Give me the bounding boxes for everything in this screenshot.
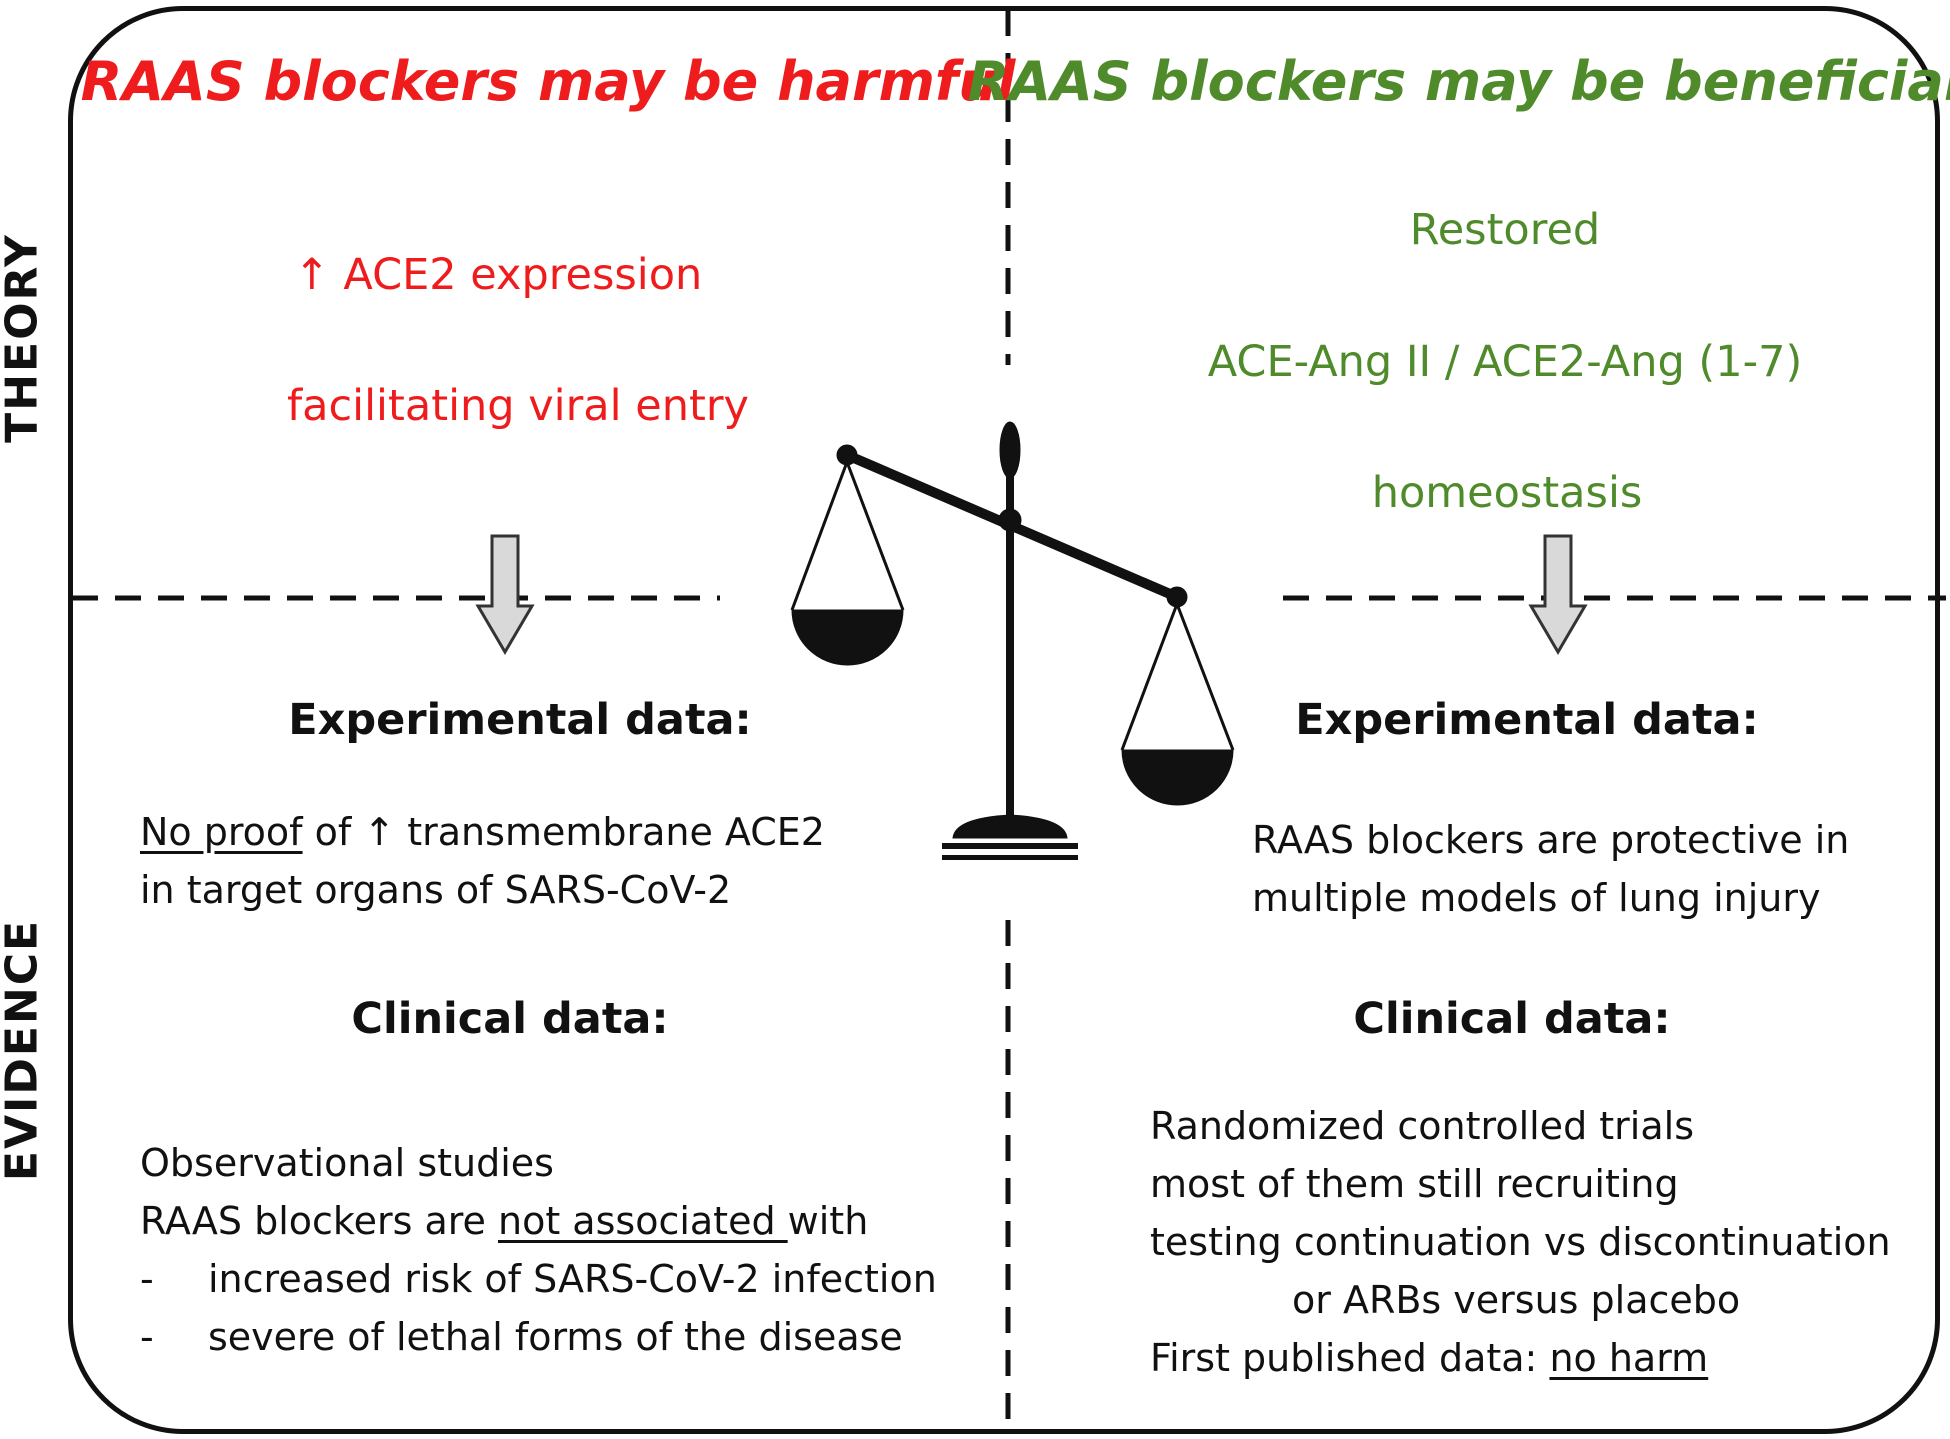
no-harm-text: no harm (1549, 1336, 1709, 1380)
not-associated-text: not associated (498, 1199, 788, 1243)
beneficial-theory-line2: ACE-Ang II / ACE2-Ang (1-7) (1207, 337, 1803, 387)
bullet-item: -severe of lethal forms of the disease (140, 1315, 903, 1359)
balance-scale-icon (790, 421, 1235, 860)
theory-label: THEORY (0, 233, 48, 443)
down-arrow-left (475, 534, 535, 655)
bullet-item: -increased risk of SARS-CoV-2 infection (140, 1257, 937, 1301)
no-proof-text: No proof (140, 810, 303, 854)
harmful-theory-line2: facilitating viral entry (287, 381, 749, 431)
harmful-experimental-text: No proof of ↑ transmembrane ACE2 in targ… (140, 810, 825, 912)
harmful-heading: RAAS blockers may be harmful (80, 50, 1016, 113)
beneficial-experimental-title: Experimental data: (1295, 695, 1759, 745)
harmful-theory-line1: ↑ ACE2 expression (293, 250, 703, 300)
evidence-label: EVIDENCE (0, 918, 48, 1182)
beneficial-theory-line1: Restored (1409, 205, 1601, 255)
beneficial-clinical-title: Clinical data: (1353, 994, 1671, 1044)
harmful-clinical-title: Clinical data: (351, 994, 669, 1044)
beneficial-theory-line3: homeostasis (1371, 468, 1643, 518)
harmful-experimental-title: Experimental data: (288, 695, 752, 745)
down-arrow-right (1528, 534, 1588, 655)
beneficial-experimental-text: RAAS blockers are protective in multiple… (1252, 818, 1850, 920)
harmful-clinical-text: Observational studies RAAS blockers are … (140, 1134, 937, 1366)
diagram-frame (68, 6, 1940, 1434)
beneficial-clinical-text: Randomized controlled trials most of the… (1150, 1104, 1891, 1380)
beneficial-heading: RAAS blockers may be beneficial (967, 50, 1950, 113)
